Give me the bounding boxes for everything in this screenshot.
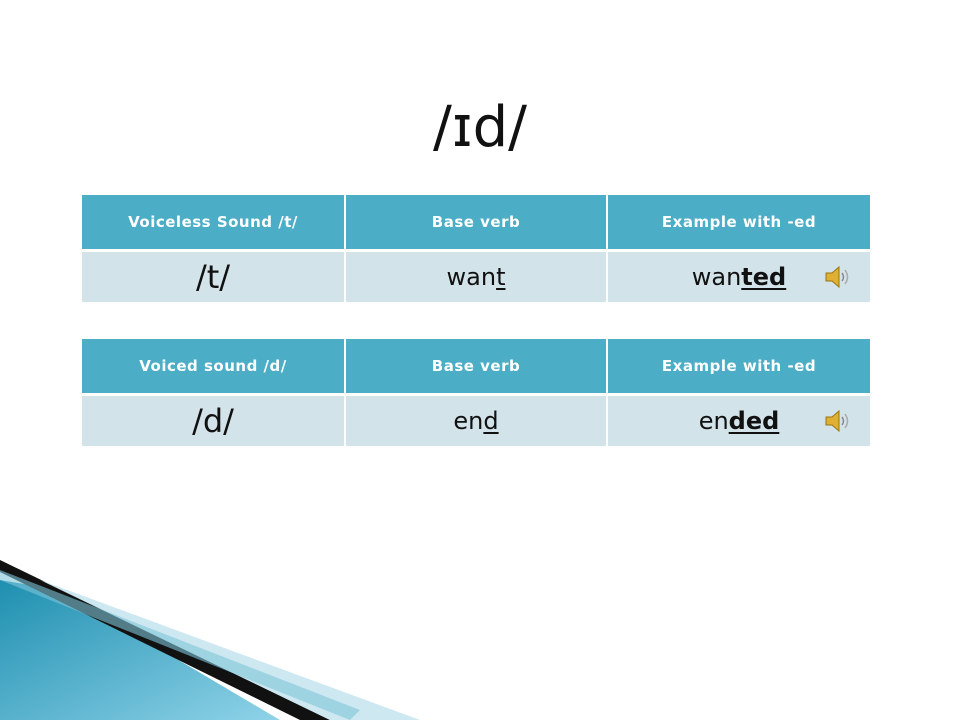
header-sound-type: Voiced sound /d/ <box>82 339 346 396</box>
example-cell: ended <box>607 394 870 446</box>
example-ending: ded <box>728 407 780 435</box>
base-verb-stem: en <box>453 407 484 435</box>
example-word: wanted <box>692 263 786 291</box>
speaker-icon[interactable] <box>824 264 852 290</box>
example-cell: wanted <box>607 250 870 302</box>
base-verb-ending: t <box>496 263 506 291</box>
header-base-verb: Base verb <box>345 339 608 396</box>
table-header-row: Voiceless Sound /t/ Base verb Example wi… <box>82 195 870 252</box>
speaker-icon[interactable] <box>824 408 852 434</box>
header-base-verb: Base verb <box>345 195 608 252</box>
sound-cell: /d/ <box>82 394 346 446</box>
header-example: Example with -ed <box>607 195 870 252</box>
table-row: /d/ end ended <box>82 394 870 446</box>
base-verb-cell: end <box>345 394 608 446</box>
example-word: ended <box>699 407 780 435</box>
voiced-table: Voiced sound /d/ Base verb Example with … <box>82 339 870 446</box>
example-ending: ted <box>741 263 787 291</box>
sound-cell: /t/ <box>82 250 346 302</box>
voiceless-table: Voiceless Sound /t/ Base verb Example wi… <box>82 195 870 302</box>
header-example: Example with -ed <box>607 339 870 396</box>
table-header-row: Voiced sound /d/ Base verb Example with … <box>82 339 870 396</box>
decorative-swoosh <box>0 560 420 720</box>
example-stem: wan <box>691 263 742 291</box>
example-stem: en <box>698 407 729 435</box>
table-row: /t/ want wanted <box>82 250 870 302</box>
base-verb-stem: wan <box>446 263 497 291</box>
header-sound-type: Voiceless Sound /t/ <box>82 195 346 252</box>
base-verb-cell: want <box>345 250 608 302</box>
base-verb-ending: d <box>483 407 499 435</box>
slide-title: /ɪd/ <box>432 95 528 160</box>
